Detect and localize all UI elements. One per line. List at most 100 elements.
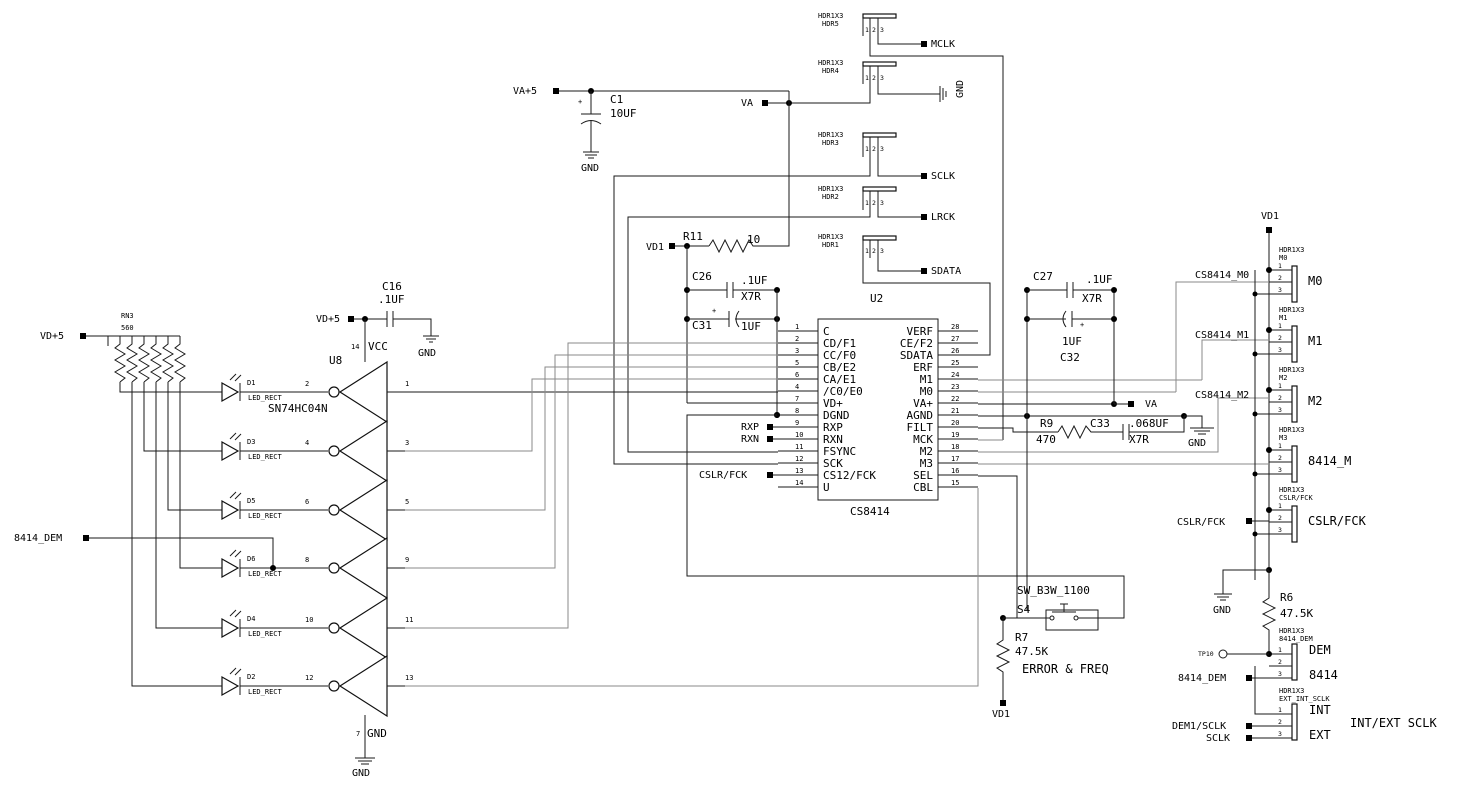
c31-value: 1UF [741, 320, 761, 333]
r6-value: 47.5K [1280, 607, 1313, 620]
right-hdr-pin-num: 1 [1278, 502, 1282, 510]
c26-type: X7R [741, 290, 761, 303]
right-hdr-net: CS8414_M2 [1195, 390, 1249, 401]
vd5-label: VD+5 [40, 331, 64, 342]
rn3-resistor [150, 336, 162, 383]
inverter-gate [338, 478, 388, 542]
right-hdr-body [1291, 385, 1298, 423]
led-diode [221, 381, 240, 403]
dem-port-left: 8414_DEM [14, 533, 274, 568]
led-ref: D2 [247, 673, 255, 681]
header-int-ext: HDR1X3 EXT_INT_SCLK 123 INT EXT INT/EXT … [1172, 666, 1437, 744]
junction-dot [1252, 531, 1258, 537]
svg-text:3: 3 [1278, 730, 1282, 738]
u2-right-pin-num: 27 [951, 335, 959, 343]
dem-hdr-ref: 8414_DEM [1279, 635, 1313, 643]
rn3-resistor [114, 336, 126, 383]
c32-value: 1UF [1062, 335, 1082, 348]
u2-right-pin-name: VA+ [913, 397, 933, 410]
u2-left-pin-name: CS12/FCK [823, 469, 876, 482]
rn3-section: VD+5 RN3 560 [40, 312, 186, 383]
gnd-r6-section: GND R6 47.5K [1213, 567, 1313, 654]
u2-left-pin-name: CA/E1 [823, 373, 856, 386]
u2-right-pin-name: CE/F2 [900, 337, 933, 350]
right-hdr-label: M1 [1308, 334, 1322, 348]
right-hdr-pin-num: 2 [1278, 394, 1282, 402]
u2-left-pin-name: CB/E2 [823, 361, 856, 374]
svg-text:2: 2 [872, 145, 876, 153]
led-diode [221, 499, 240, 521]
inverter-bubble [328, 622, 340, 634]
switch-caption: ERROR & FREQ [1022, 662, 1109, 676]
r11-value: 10 [747, 233, 760, 246]
right-vd1: VD1 [1261, 211, 1279, 222]
inv-in-pin: 4 [305, 439, 309, 447]
rn3-resistor [162, 336, 174, 383]
right-hdr-label: M0 [1308, 274, 1322, 288]
net-mclk: MCLK [931, 39, 955, 50]
inverter-bubble [328, 680, 340, 692]
led-feed-wire [131, 382, 222, 687]
right-header-stack: HDR1X3M0123M0CS8414_M0HDR1X3M1123M1CS841… [1195, 246, 1367, 543]
rn3-ref: RN3 [121, 312, 134, 320]
va-label-right: VA [1145, 399, 1157, 410]
r9-value: 470 [1036, 433, 1056, 446]
svg-text:1: 1 [865, 74, 869, 82]
junction-dot [1252, 411, 1258, 417]
inverter-output-wire [405, 488, 979, 687]
u2-left-pin-num: 5 [795, 359, 799, 367]
right-hdr-body [1291, 325, 1298, 363]
svg-text:1: 1 [865, 145, 869, 153]
u2-left-pin-num: 7 [795, 395, 799, 403]
r6-gnd: GND [1213, 605, 1231, 616]
int-net1: DEM1/SCLK [1172, 721, 1226, 732]
u2-right-pin-num: 18 [951, 443, 959, 451]
right-hdr-ref: M0 [1279, 254, 1287, 262]
svg-text:2: 2 [1278, 658, 1282, 666]
led-ref: D4 [247, 615, 255, 623]
led-ref: D1 [247, 379, 255, 387]
svg-text:+: + [578, 98, 582, 106]
led-type: LED_RECT [248, 688, 283, 696]
right-hdr-type: HDR1X3 [1279, 306, 1304, 314]
inv-in-pin: 6 [305, 498, 309, 506]
inv-out-pin: 11 [405, 616, 413, 624]
u2-right-pin-name: VERF [907, 325, 934, 338]
led-feed-wire [119, 382, 222, 393]
junction-dot [1252, 291, 1258, 297]
svg-text:+: + [1080, 321, 1084, 329]
junction-dot [1266, 327, 1272, 333]
u2-left-pin-name: VD+ [823, 397, 843, 410]
r7-ref: R7 [1015, 631, 1028, 644]
u2-right-pin-name: CBL [913, 481, 933, 494]
va5-label: VA+5 [513, 86, 537, 97]
u8-ref: U8 [329, 354, 342, 367]
inverter-bubble [328, 386, 340, 398]
inv-out-pin: 1 [405, 380, 409, 388]
cslr-label-right: CSLR/FCK [1177, 517, 1225, 528]
dem-label-top: DEM [1309, 643, 1331, 657]
right-hdr-ref: M1 [1279, 314, 1287, 322]
right-hdr-pin-num: 3 [1278, 346, 1282, 354]
svg-text:1: 1 [865, 247, 869, 255]
u2-left-pin-num: 11 [795, 443, 803, 451]
hdr5-ref: HDR5 [822, 20, 839, 28]
c27-value: .1UF [1086, 273, 1113, 286]
svg-text:3: 3 [1278, 670, 1282, 678]
u2-right-pin-num: 25 [951, 359, 959, 367]
header-dem: HDR1X3 8414_DEM 123 TP10 DEM 8414 8414_D… [1178, 627, 1338, 684]
led-diode [221, 617, 240, 639]
inv-in-pin: 2 [305, 380, 309, 388]
right-hdr-body [1291, 265, 1298, 303]
junction-dot [1252, 351, 1258, 357]
c32-ref: C32 [1060, 351, 1080, 364]
right-hdr-body [1291, 505, 1298, 543]
inverter-gate [338, 596, 388, 660]
u2-right-pin-num: 24 [951, 371, 959, 379]
u2-right-pin-num: 19 [951, 431, 959, 439]
inverter-output-wire [405, 378, 778, 452]
